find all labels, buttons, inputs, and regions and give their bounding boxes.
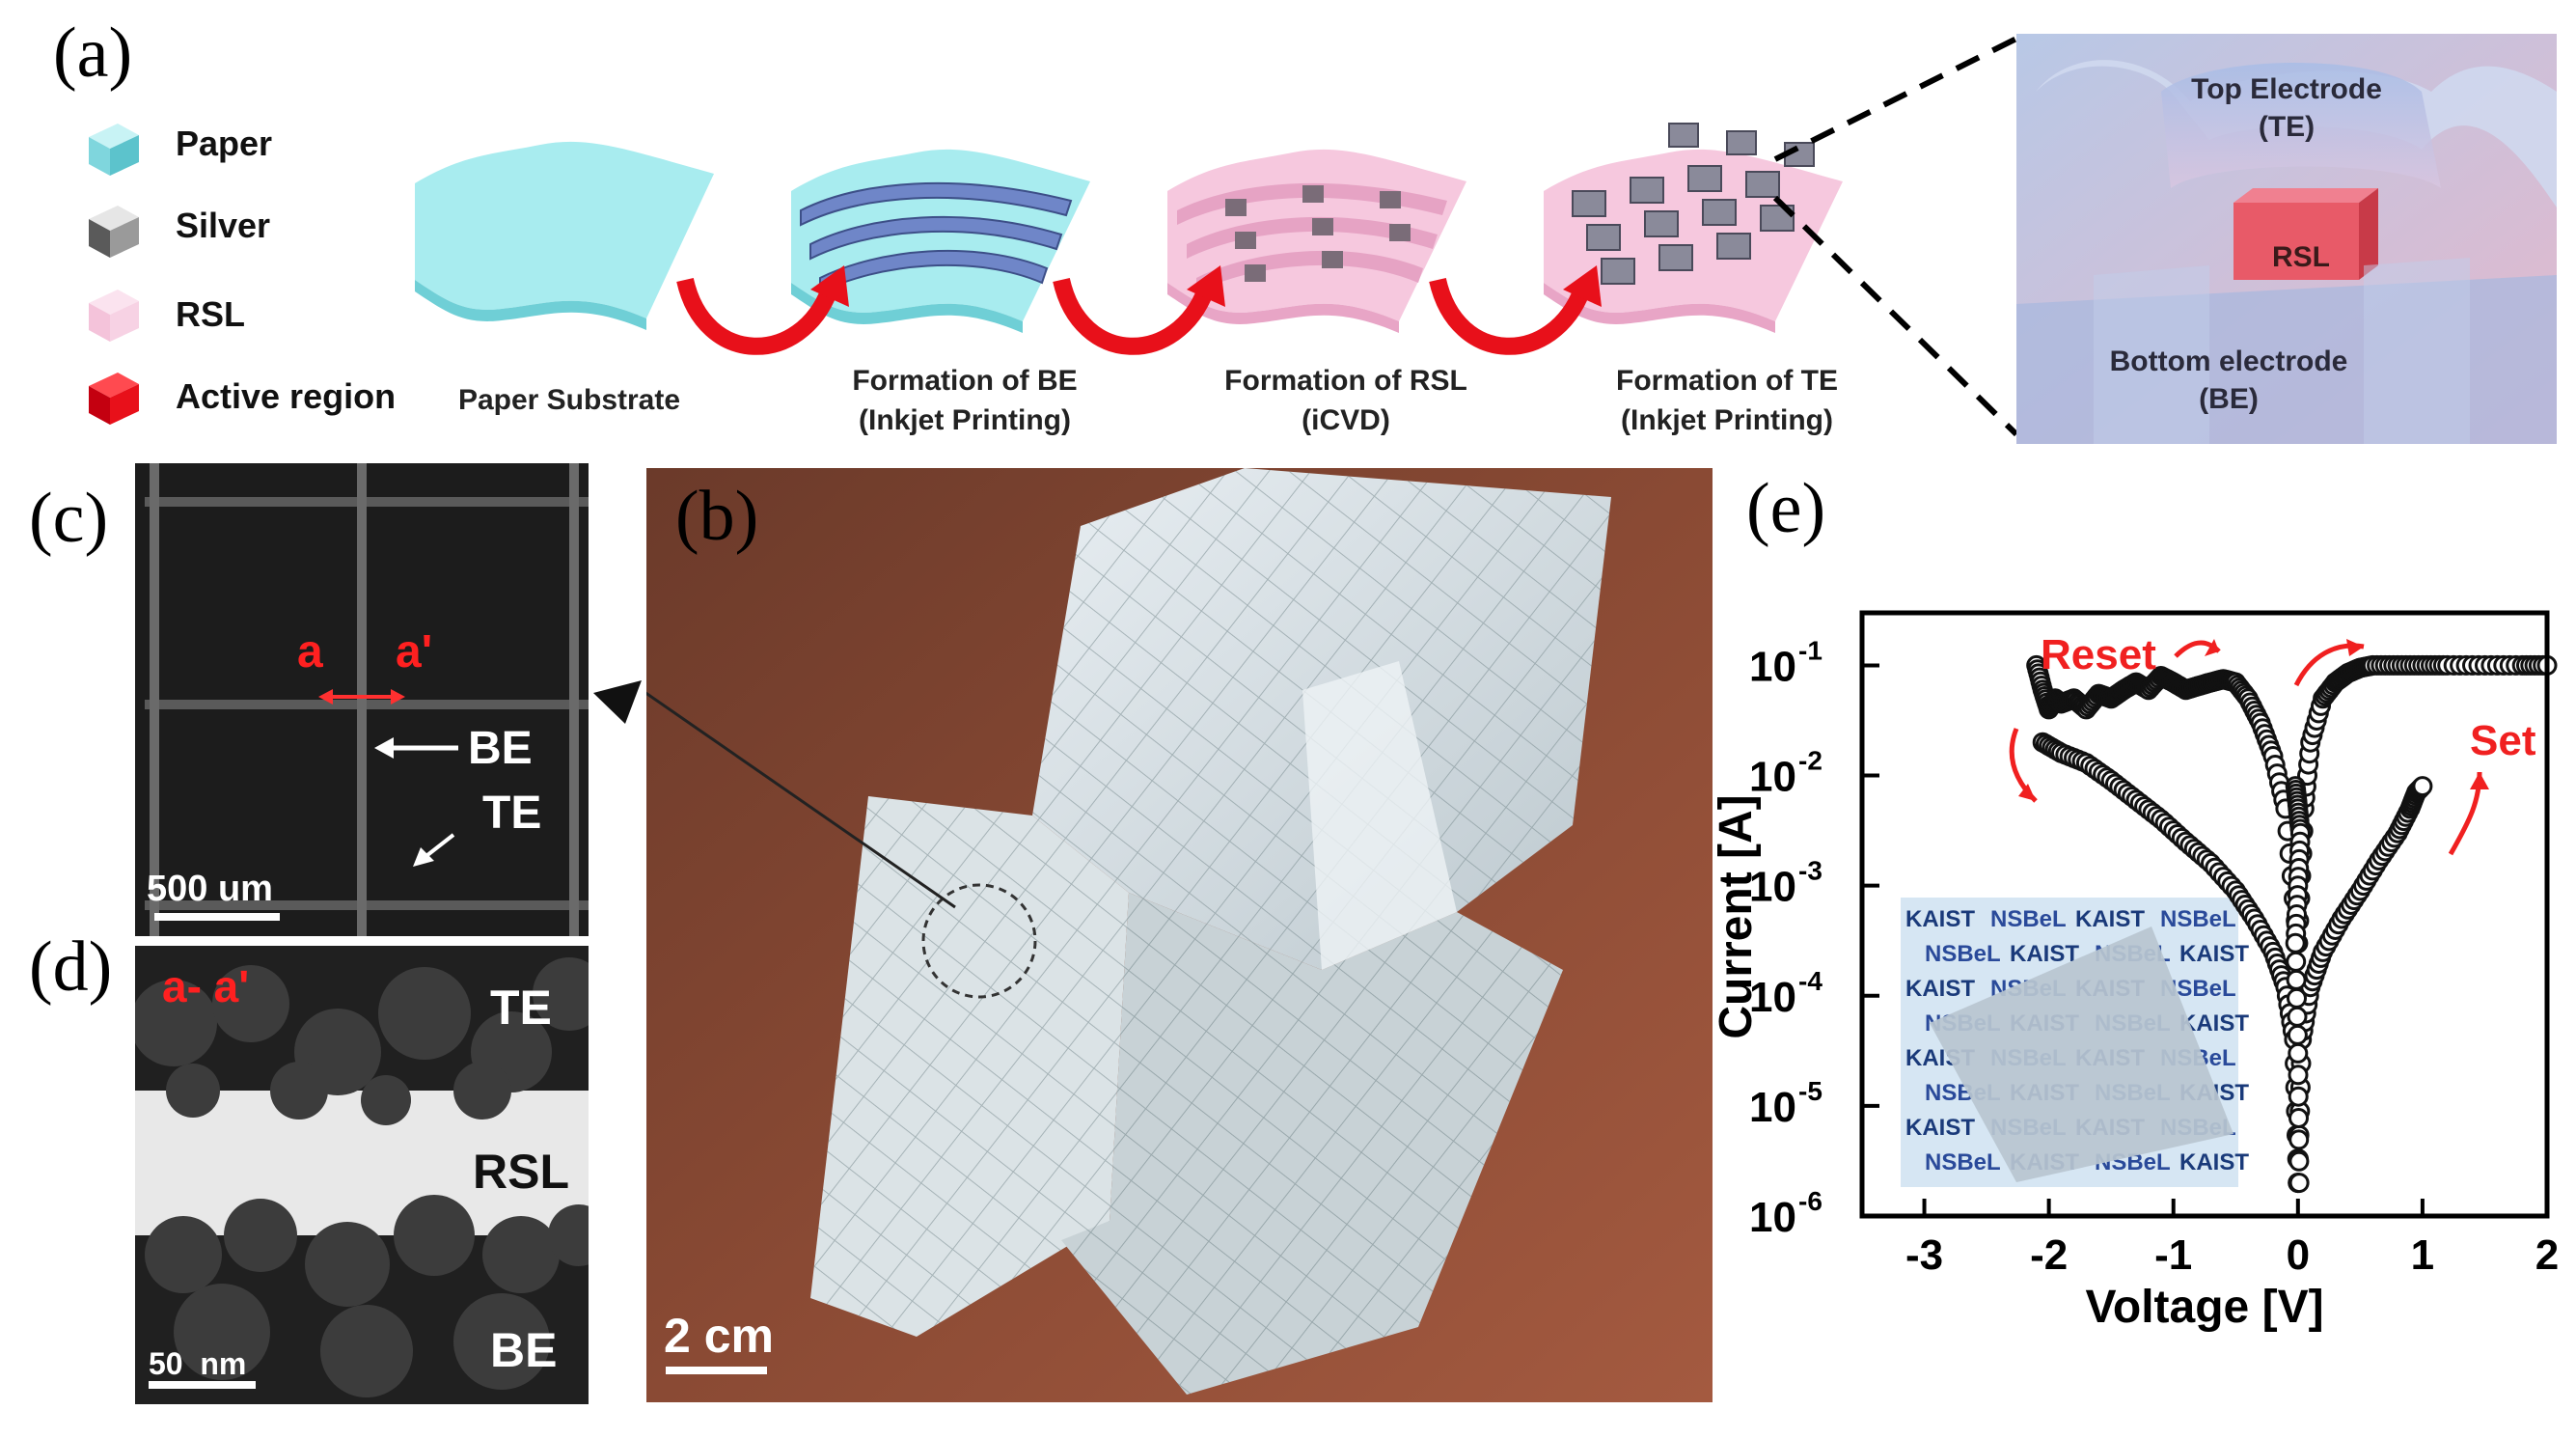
data-point bbox=[2287, 1024, 2308, 1045]
data-point bbox=[2285, 932, 2306, 954]
legend-active-region-icon bbox=[89, 373, 139, 425]
data-point bbox=[2288, 1065, 2309, 1086]
tem-label-be: BE bbox=[490, 1323, 558, 1377]
panel-e-letter: (e) bbox=[1746, 469, 1826, 548]
inset-logo-text: KAIST bbox=[2179, 1149, 2249, 1175]
process-arrow-icon-3 bbox=[1429, 265, 1602, 355]
data-point bbox=[2288, 1129, 2310, 1150]
sem-scale-bar-label: 500 um bbox=[147, 869, 273, 909]
data-point bbox=[2287, 987, 2307, 1009]
panel-d-letter: (d) bbox=[29, 927, 113, 1007]
panel-a-letter: (a) bbox=[53, 14, 133, 93]
be-formation-illustration bbox=[791, 149, 1090, 333]
folded-device-photo: 2 cm bbox=[646, 468, 1713, 1402]
panel-b-letter: (b) bbox=[675, 477, 759, 556]
zoom-top-electrode-label: Top Electrode (TE) bbox=[2191, 73, 2382, 143]
inset-logo-text: KAIST bbox=[1905, 976, 1975, 1002]
y-tick-exponent: -1 bbox=[1798, 635, 1822, 665]
legend-rsl-icon bbox=[89, 290, 139, 342]
zoom-bottom-electrode-label: Bottom electrode (BE) bbox=[2109, 346, 2348, 415]
inset-logo-text: KAIST bbox=[2075, 906, 2145, 932]
y-tick-exponent: -3 bbox=[1798, 856, 1822, 886]
inset-logo-text: KAIST bbox=[2010, 941, 2079, 967]
tem-cross-section-image: a- a' TE RSL BE 50 nm bbox=[135, 946, 589, 1404]
rsl-formation-illustration bbox=[1167, 149, 1466, 333]
inset-logo-text: KAIST bbox=[1905, 906, 1975, 932]
data-point bbox=[2288, 1173, 2310, 1194]
legend-silver-icon bbox=[89, 206, 139, 258]
inset-photo: KAIST NSBeL KAIST NSBeL NSBeL KAIST NSBeL KAIST… bbox=[1901, 898, 2249, 1187]
panel-c-letter: (c) bbox=[29, 479, 109, 558]
legend-paper-label: Paper bbox=[176, 124, 273, 163]
step-label-te: Formation of TE (Inkjet Printing) bbox=[1616, 365, 1838, 436]
y-tick-label: 10 bbox=[1749, 1084, 1796, 1131]
inset-logo-text: NSBeL bbox=[2160, 906, 2236, 932]
sem-label-te: TE bbox=[482, 788, 542, 839]
device-cross-section: Top Electrode (TE) RSL Bottom electrode … bbox=[2016, 34, 2557, 444]
x-tick-label: 1 bbox=[2411, 1231, 2434, 1279]
y-tick-label: 10 bbox=[1749, 643, 1796, 690]
zoom-rsl-label: RSL bbox=[2272, 241, 2330, 273]
tem-scale-bar-label: 50 nm bbox=[149, 1346, 247, 1381]
legend-paper-icon bbox=[89, 124, 139, 176]
y-tick-exponent: -5 bbox=[1798, 1076, 1822, 1106]
inset-logo-text: KAIST bbox=[2179, 941, 2249, 967]
sem-image-top-view: a a' BE TE 500 um bbox=[135, 463, 589, 936]
data-point bbox=[2287, 1006, 2308, 1027]
inset-logo-text: NSBeL bbox=[1925, 1149, 2001, 1175]
iv-curve-chart: KAIST NSBeL KAIST NSBeL NSBeL KAIST NSBeL KAIST… bbox=[1711, 610, 2559, 1333]
inset-logo-text: KAIST bbox=[1905, 1115, 1975, 1141]
data-point bbox=[2412, 776, 2433, 797]
sem-label-a: a bbox=[297, 626, 323, 678]
y-tick-exponent: -2 bbox=[1798, 746, 1822, 776]
set-annotation: Set bbox=[2470, 717, 2536, 764]
process-arrow-icon-2 bbox=[1053, 265, 1225, 355]
inset-logo-text: NSBeL bbox=[1925, 941, 2001, 967]
photo-scale-bar-label: 2 cm bbox=[664, 1309, 774, 1363]
x-tick-label: -1 bbox=[2154, 1231, 2192, 1279]
data-point bbox=[2288, 1150, 2310, 1172]
x-axis-label: Voltage [V] bbox=[2085, 1282, 2323, 1333]
reset-annotation: Reset bbox=[2041, 631, 2156, 678]
process-arrow-icon-1 bbox=[676, 265, 849, 355]
plot-frame bbox=[1859, 610, 2550, 1219]
y-axis-label: Current [A] bbox=[1711, 794, 1762, 1038]
step-label-paper-substrate: Paper Substrate bbox=[457, 384, 681, 416]
x-tick-label: 0 bbox=[2287, 1231, 2310, 1279]
sem-label-be: BE bbox=[468, 723, 533, 774]
tem-label-te: TE bbox=[490, 981, 552, 1035]
tem-label-a-a-prime: a- a' bbox=[162, 961, 250, 1011]
y-tick-label: 10 bbox=[1749, 864, 1796, 911]
zoom-dashed-lines bbox=[1772, 36, 2019, 437]
data-point bbox=[2286, 969, 2307, 990]
legend-silver-label: Silver bbox=[176, 206, 271, 245]
step-label-be: Formation of BE (Inkjet Printing) bbox=[852, 365, 1078, 436]
pointer-arrow-icon bbox=[593, 680, 642, 724]
y-tick-exponent: -6 bbox=[1798, 1186, 1822, 1216]
data-point bbox=[2288, 1108, 2309, 1128]
x-tick-label: -2 bbox=[2030, 1231, 2068, 1279]
x-tick-label: -3 bbox=[1905, 1231, 1943, 1279]
y-tick-label: 10 bbox=[1749, 1194, 1796, 1241]
x-tick-label: 2 bbox=[2535, 1231, 2559, 1279]
data-point bbox=[2288, 1042, 2309, 1064]
y-tick-label: 10 bbox=[1749, 974, 1796, 1021]
legend-active-region-label: Active region bbox=[176, 376, 397, 416]
y-tick-exponent: -4 bbox=[1798, 966, 1822, 996]
step-label-rsl: Formation of RSL (iCVD) bbox=[1224, 365, 1467, 436]
sem-label-a-prime: a' bbox=[396, 626, 433, 678]
inset-logo-text: NSBeL bbox=[1990, 906, 2067, 932]
y-tick-label: 10 bbox=[1749, 754, 1796, 801]
legend-rsl-label: RSL bbox=[176, 294, 245, 334]
data-point bbox=[2286, 951, 2307, 972]
paper-substrate-illustration bbox=[415, 141, 714, 330]
data-point bbox=[2288, 1086, 2309, 1107]
tem-label-rsl: RSL bbox=[473, 1145, 569, 1199]
